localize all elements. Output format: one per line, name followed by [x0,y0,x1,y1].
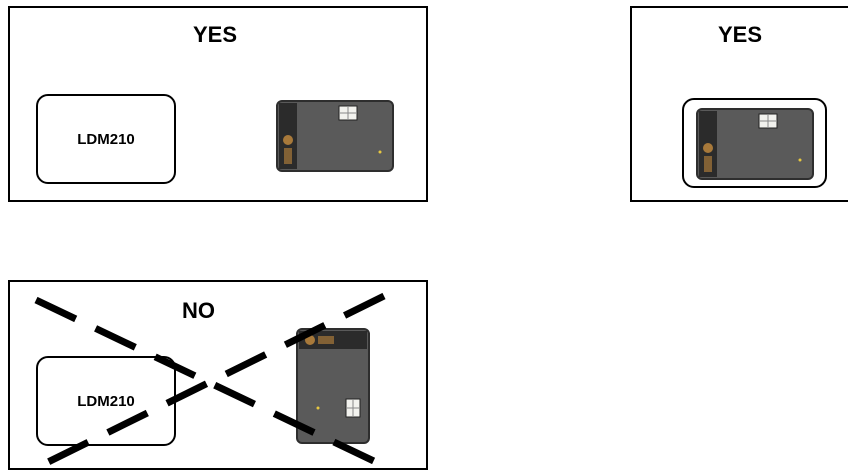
panel-title-yes: YES [718,24,762,46]
panel-title-yes: YES [193,24,237,46]
panel-yes-separate: YES LDM210 [8,6,428,202]
card-reader-device-icon-rotated [296,328,370,444]
ldm210-label: LDM210 [77,393,135,410]
ldm210-label-box: LDM210 [36,94,176,184]
ldm210-label: LDM210 [77,131,135,148]
panel-yes-inside: YES [630,6,848,202]
panel-no-overlap: NO LDM210 [8,280,428,470]
card-reader-device-icon [696,108,814,180]
panel-title-no: NO [182,300,215,322]
ldm210-label-box: LDM210 [36,356,176,446]
card-reader-device-icon [276,100,394,172]
